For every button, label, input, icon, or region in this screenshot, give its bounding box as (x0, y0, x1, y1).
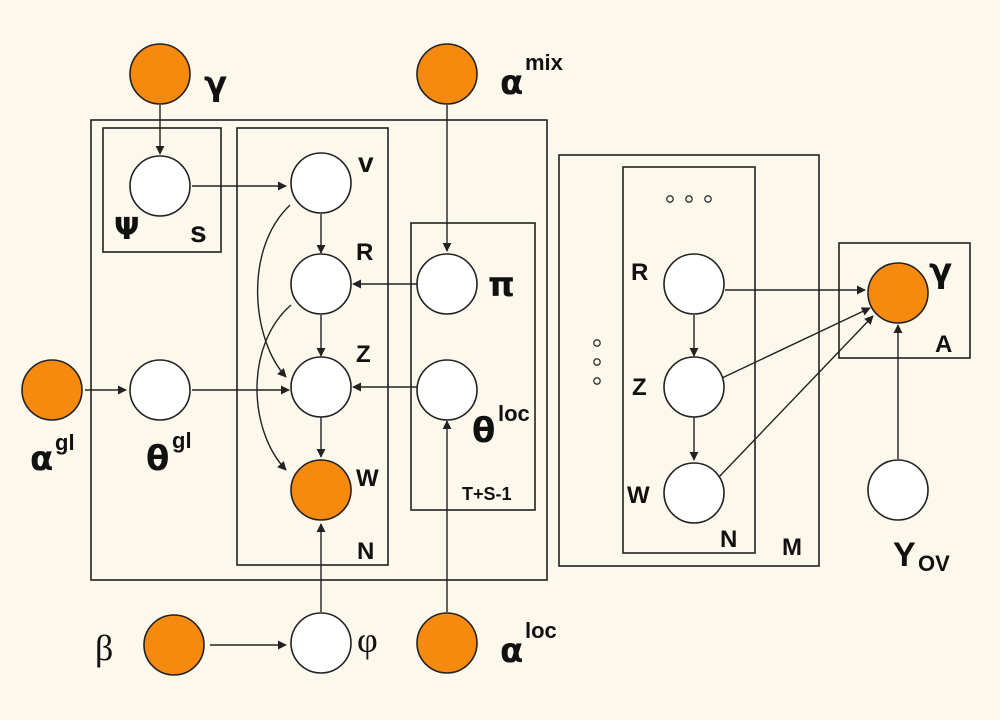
label-gamma-right: γ (929, 251, 952, 291)
node-z-left (290, 356, 352, 418)
outer-plate-left (90, 119, 548, 581)
node-psi (129, 155, 191, 217)
label-theta-gl-sup: gl (172, 428, 192, 453)
label-theta-loc-sup: loc (498, 401, 530, 426)
label-gamma-top: γ (204, 64, 227, 104)
label-y-sub: OV (918, 551, 950, 576)
label-w-right: W (627, 482, 650, 509)
label-n-left: N (357, 538, 374, 565)
node-w-right (663, 462, 725, 524)
label-r-right: R (631, 259, 648, 286)
label-theta-loc: θ (472, 411, 495, 451)
node-v (290, 152, 352, 214)
label-pi: π (488, 265, 515, 305)
node-pi (416, 253, 478, 315)
label-r-left: R (356, 239, 373, 266)
node-y-ov (867, 459, 929, 521)
label-w-left: W (356, 465, 379, 492)
node-alpha-loc (416, 612, 478, 674)
node-alpha-mix (416, 43, 478, 105)
edge-v-z-curve (256, 204, 291, 378)
label-m: M (782, 534, 802, 561)
label-ts: T+S-1 (462, 484, 512, 504)
plate-n-right (622, 166, 756, 554)
label-a: A (935, 331, 952, 358)
plate-a (838, 242, 971, 359)
label-psi: Ψ (114, 212, 140, 247)
node-r-right (663, 253, 725, 315)
edge-w-gamma-right (717, 315, 874, 479)
label-alpha-loc: α (500, 631, 523, 671)
plate-m (558, 154, 820, 567)
node-gamma-right (867, 262, 929, 324)
plate-n-left (236, 127, 389, 566)
edge-r-w-curve (256, 304, 292, 471)
label-phi: φ (357, 620, 378, 660)
ellipsis-vertical (593, 339, 601, 385)
label-alpha-gl: α (30, 439, 53, 479)
label-theta-gl: θ (146, 439, 169, 479)
label-alpha-mix-sup: mix (525, 50, 564, 75)
label-alpha-loc-sup: loc (525, 618, 557, 643)
label-v: v (358, 147, 374, 178)
edge-z-gamma-right (721, 307, 871, 379)
node-r-left (290, 253, 352, 315)
node-phi (290, 612, 352, 674)
plate-ts (410, 222, 536, 511)
plate-s (102, 127, 222, 253)
label-alpha-gl-sup: gl (55, 430, 75, 455)
node-w-left (290, 459, 352, 521)
node-gamma-top (129, 43, 191, 105)
label-alpha-mix: α (500, 63, 523, 103)
ellipsis-horizontal (666, 195, 712, 203)
node-theta-loc (416, 359, 478, 421)
label-beta: β (95, 628, 113, 668)
label-z-right: Z (632, 374, 647, 401)
node-beta (143, 614, 205, 676)
label-n-right: N (720, 526, 737, 553)
label-y: Y (893, 536, 916, 574)
node-alpha-gl (21, 359, 83, 421)
node-theta-gl (129, 359, 191, 421)
node-z-right (663, 356, 725, 418)
label-z-left: Z (356, 341, 371, 368)
label-s: s (190, 216, 207, 249)
